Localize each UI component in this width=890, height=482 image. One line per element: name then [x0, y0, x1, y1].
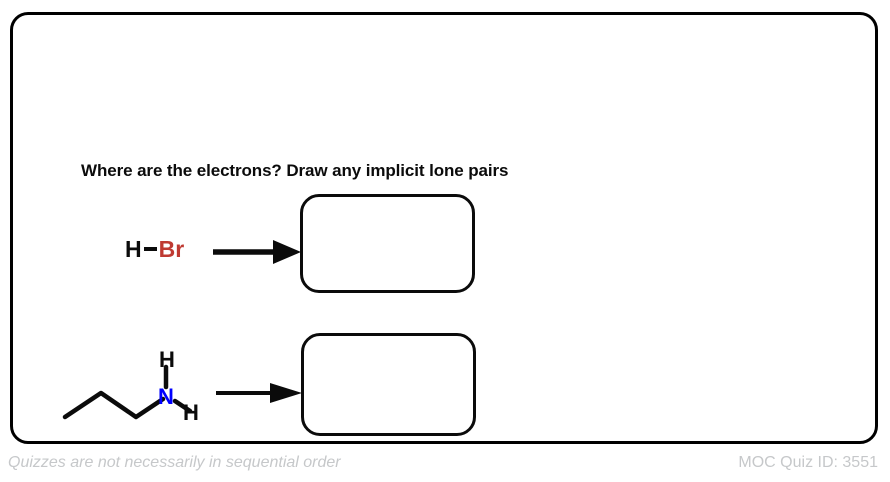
atom-label-br: Br	[158, 235, 185, 262]
answer-box-2[interactable]	[301, 333, 476, 436]
footer-note: Quizzes are not necessarily in sequentia…	[8, 454, 341, 471]
reaction-arrow-icon-1	[213, 237, 303, 272]
molecule-hydrogen-bromide: H Br	[125, 234, 184, 264]
reaction-arrow-icon-2	[216, 378, 304, 413]
bond-single-icon	[143, 247, 157, 251]
skeletal-structure-icon	[62, 364, 193, 420]
molecule-propylamine: N H H	[53, 345, 218, 435]
answer-box-1[interactable]	[300, 194, 475, 293]
atom-label-h-lower: H	[183, 400, 199, 425]
quiz-frame: Where are the electrons? Draw any implic…	[10, 12, 878, 444]
atom-label-h: H	[125, 235, 142, 262]
atom-label-n: N	[158, 384, 174, 409]
atom-label-h-top: H	[159, 347, 175, 372]
footer-quiz-id: MOC Quiz ID: 3551	[738, 454, 878, 471]
question-prompt: Where are the electrons? Draw any implic…	[81, 161, 509, 180]
